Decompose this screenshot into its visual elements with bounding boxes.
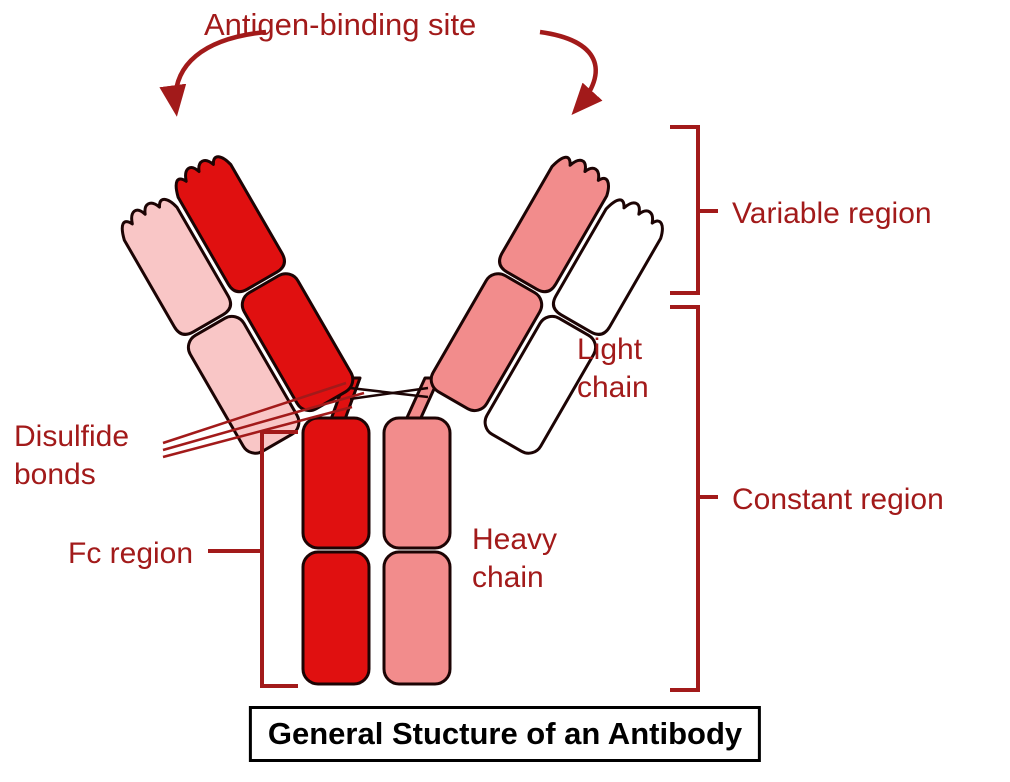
region-brackets	[208, 125, 718, 692]
right-antigen-binding-arrow	[539, 29, 603, 116]
constant-region-bracket	[670, 305, 700, 692]
right-arm	[429, 155, 664, 455]
disulfide-pointer-lines	[162, 381, 365, 459]
disulfide-pointer-line-3	[162, 405, 353, 459]
label-heavy-chain: Heavy chain	[472, 521, 557, 597]
label-constant-region: Constant region	[732, 483, 944, 516]
antigen-binding-site-arrows	[159, 29, 603, 117]
fc-region-bracket	[260, 430, 298, 688]
label-light-chain: Light chain	[577, 331, 649, 407]
label-disulfide-bonds-line1: Disulfide	[14, 420, 130, 453]
right-light-chain-constant-segment	[483, 314, 598, 455]
label-fc-region: Fc region	[68, 537, 194, 570]
label-disulfide-bonds-line2: bonds	[14, 457, 96, 491]
left-light-chain-variable-segment	[120, 197, 233, 336]
label-light-chain-line1: Light	[577, 333, 643, 366]
disulfide-bond-line-2	[349, 386, 429, 401]
disulfide-pointer-line-1	[162, 381, 347, 445]
label-disulfide-bonds: Disulfide bonds	[14, 418, 129, 494]
label-heavy-chain-line2: chain	[472, 560, 544, 594]
right-light-chain-variable-segment	[551, 198, 664, 336]
label-light-chain-line2: chain	[577, 370, 649, 404]
label-antigen-binding-site: Antigen-binding site	[204, 7, 477, 42]
left-heavy-chain-fc-lower-segment	[301, 550, 371, 686]
fc-stem	[301, 416, 452, 686]
left-arm	[120, 155, 355, 455]
label-variable-region: Variable region	[732, 197, 932, 230]
left-antigen-binding-arrow	[159, 29, 267, 117]
label-heavy-chain-line1: Heavy	[472, 523, 558, 556]
left-heavy-chain-upper-constant-segment	[240, 272, 355, 413]
variable-region-bracket	[670, 125, 700, 295]
right-heavy-chain-upper-constant-segment	[429, 272, 544, 413]
left-heavy-chain-fc-upper-segment	[301, 416, 371, 550]
right-heavy-chain-variable-segment	[498, 155, 610, 294]
diagram-title: General Stucture of an Antibody	[248, 706, 762, 762]
disulfide-pointer-line-2	[162, 391, 365, 452]
right-heavy-chain-fc-upper-segment	[382, 416, 452, 550]
left-heavy-chain-variable-segment	[174, 155, 286, 294]
right-heavy-chain-fc-lower-segment	[382, 550, 452, 686]
